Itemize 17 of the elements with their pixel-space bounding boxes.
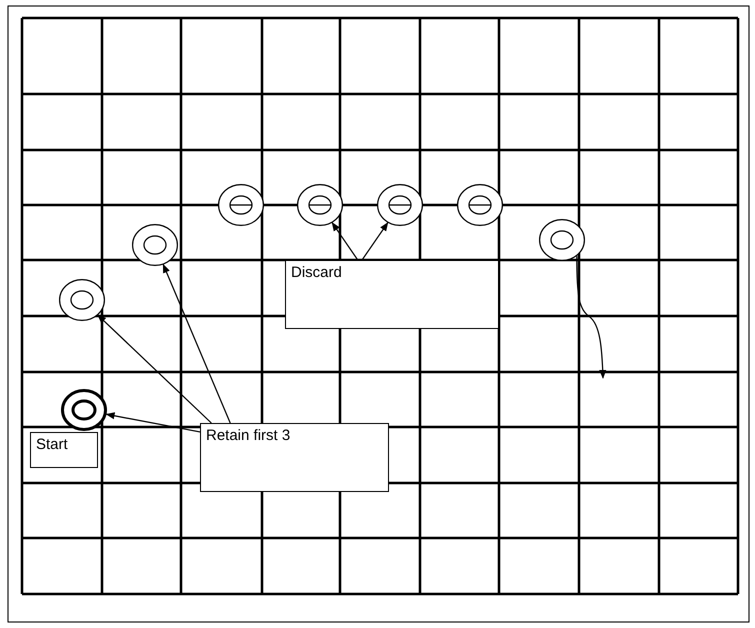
arrow [362, 222, 388, 260]
ring-marker [539, 219, 585, 261]
arrow [332, 222, 358, 260]
arrow [576, 256, 606, 379]
crossed-ring-marker [457, 184, 503, 226]
ring-marker [61, 389, 107, 431]
ring-marker [59, 279, 105, 321]
crossed-ring-marker [377, 184, 423, 226]
crossed-ring-marker [297, 184, 343, 226]
arrow [106, 412, 200, 433]
text-box: Retain first 3 [200, 423, 389, 492]
text-box: Start [30, 432, 98, 468]
crossed-ring-marker [218, 184, 264, 226]
arrow [162, 264, 231, 424]
arrow [97, 314, 212, 424]
ring-marker [132, 224, 178, 266]
text-box: Discard [285, 260, 499, 329]
